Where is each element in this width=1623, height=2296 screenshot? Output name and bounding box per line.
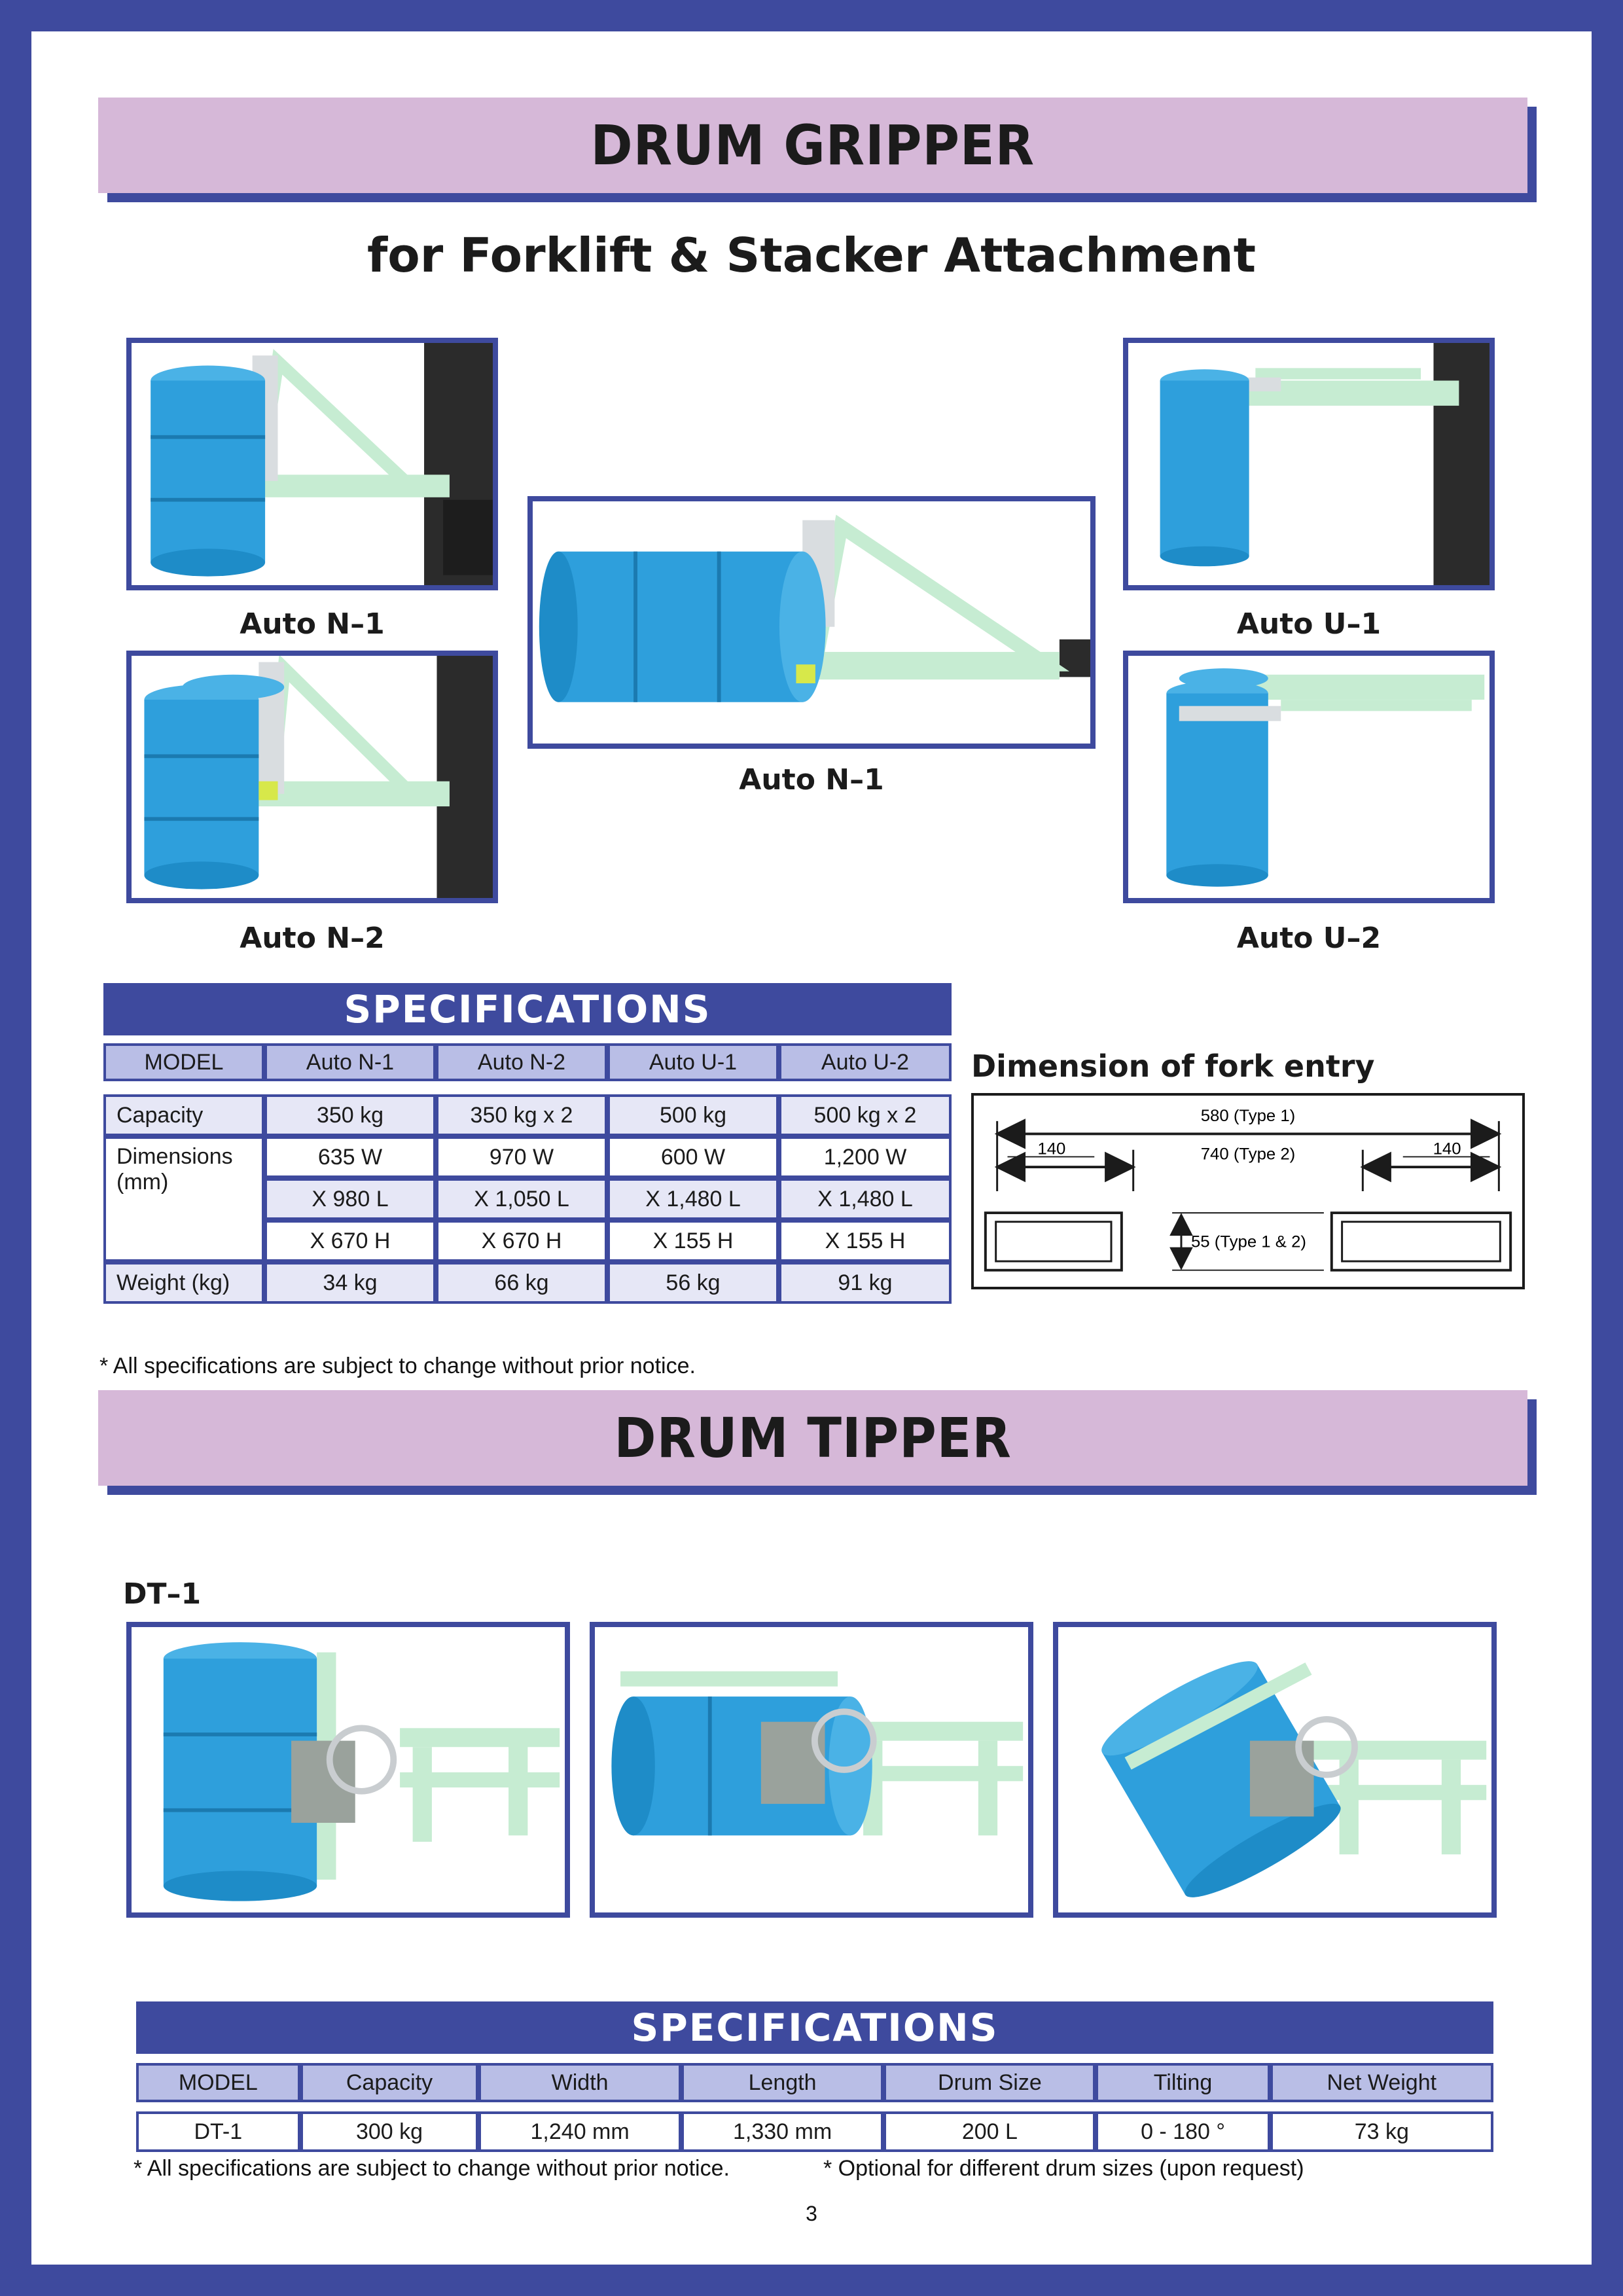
dim-w-u1: 600 W: [607, 1136, 779, 1178]
dimensions-label-line2: (mm): [116, 1170, 169, 1194]
tipper-header-drum-size: Drum Size: [883, 2063, 1096, 2102]
weight-n2: 66 kg: [436, 1262, 607, 1304]
tipper-net-weight-value: 73 kg: [1270, 2111, 1493, 2152]
header-auto-u1: Auto U-1: [607, 1043, 779, 1081]
fork-height-label: 55 (Type 1 & 2): [1191, 1233, 1306, 1251]
catalog-page: DRUM GRIPPER for Forklift & Stacker Atta…: [31, 31, 1592, 2265]
tipper-header-capacity: Capacity: [300, 2063, 479, 2102]
auto-u1-caption: Auto U–1: [1236, 607, 1382, 641]
weight-label: Weight (kg): [103, 1262, 264, 1304]
capacity-n2: 350 kg x 2: [436, 1094, 607, 1136]
table-row: X 670 H X 670 H X 155 H X 155 H: [103, 1220, 952, 1262]
tipper-spec-title: SPECIFICATIONS: [136, 2001, 1493, 2054]
header-auto-n1: Auto N-1: [264, 1043, 436, 1081]
auto-u2-caption: Auto U–2: [1236, 922, 1382, 955]
dim-h-n1: X 670 H: [264, 1220, 436, 1262]
drum-gripper-title: DRUM GRIPPER: [590, 113, 1035, 177]
drum-tipper-banner: DRUM TIPPER: [98, 1390, 1537, 1495]
capacity-u1: 500 kg: [607, 1094, 779, 1136]
tipper-tilting-value: 0 - 180 °: [1096, 2111, 1270, 2152]
tipper-length-value: 1,330 mm: [681, 2111, 884, 2152]
tipper-capacity-value: 300 kg: [300, 2111, 479, 2152]
dim-l-u2: X 1,480 L: [779, 1178, 952, 1220]
fork-entry-diagram: 580 (Type 1) 740 (Type 2) 140 140 55 (Ty…: [971, 1093, 1525, 1289]
page-number: 3: [806, 2202, 817, 2225]
table-row: X 980 L X 1,050 L X 1,480 L X 1,480 L: [103, 1178, 952, 1220]
tipper-drum-size-value: 200 L: [883, 2111, 1096, 2152]
dt1-model-label: DT–1: [123, 1577, 202, 1611]
tipper-header-model: MODEL: [136, 2063, 300, 2102]
tipper-header-width: Width: [478, 2063, 681, 2102]
dt1-photo-upright: [126, 1622, 570, 1918]
dim-h-n2: X 670 H: [436, 1220, 607, 1262]
dt1-photo-horizontal: [590, 1622, 1033, 1918]
auto-n1-photo: [126, 338, 498, 590]
dim-w-u2: 1,200 W: [779, 1136, 952, 1178]
weight-u2: 91 kg: [779, 1262, 952, 1304]
tipper-note-change: * All specifications are subject to chan…: [134, 2156, 730, 2181]
gripper-subtitle: for Forklift & Stacker Attachment: [366, 228, 1256, 283]
fork-type1-label: 580 (Type 1): [1201, 1107, 1296, 1125]
capacity-n1: 350 kg: [264, 1094, 436, 1136]
gripper-spec-title: SPECIFICATIONS: [103, 983, 952, 1035]
auto-u1-photo: [1123, 338, 1495, 590]
dim-h-u2: X 155 H: [779, 1220, 952, 1262]
tipper-spec-table: MODEL Capacity Width Length Drum Size Ti…: [136, 2063, 1493, 2152]
fork-right-label: 140: [1433, 1140, 1461, 1158]
dim-w-n1: 635 W: [264, 1136, 436, 1178]
table-row: Capacity 350 kg 350 kg x 2 500 kg 500 kg…: [103, 1094, 952, 1136]
dim-l-u1: X 1,480 L: [607, 1178, 779, 1220]
tipper-note-optional: * Optional for different drum sizes (upo…: [823, 2156, 1304, 2181]
auto-u2-photo: [1123, 651, 1495, 903]
auto-n2-caption: Auto N–2: [240, 922, 385, 955]
tipper-width-value: 1,240 mm: [478, 2111, 681, 2152]
drum-gripper-banner: DRUM GRIPPER: [98, 98, 1537, 202]
drum-tipper-title: DRUM TIPPER: [614, 1406, 1012, 1470]
dimensions-label: Dimensions (mm): [103, 1136, 264, 1262]
gripper-spec-table: MODEL Auto N-1 Auto N-2 Auto U-1 Auto U-…: [103, 1043, 952, 1304]
dim-w-n2: 970 W: [436, 1136, 607, 1178]
capacity-u2: 500 kg x 2: [779, 1094, 952, 1136]
gripper-note: * All specifications are subject to chan…: [99, 1354, 696, 1378]
auto-n1-caption: Auto N–1: [240, 607, 385, 641]
tipper-header-row: MODEL Capacity Width Length Drum Size Ti…: [136, 2063, 1493, 2102]
auto-n1-center-photo: [527, 496, 1096, 749]
tipper-header-net-weight: Net Weight: [1270, 2063, 1493, 2102]
tipper-header-length: Length: [681, 2063, 884, 2102]
table-row: DT-1 300 kg 1,240 mm 1,330 mm 200 L 0 - …: [136, 2111, 1493, 2152]
auto-n2-photo: [126, 651, 498, 903]
dim-l-n2: X 1,050 L: [436, 1178, 607, 1220]
fork-left-label: 140: [1037, 1140, 1065, 1158]
auto-n1-center-caption: Auto N–1: [739, 763, 884, 797]
dim-h-u1: X 155 H: [607, 1220, 779, 1262]
tipper-header-tilting: Tilting: [1096, 2063, 1270, 2102]
fork-entry-title: Dimension of fork entry: [971, 1049, 1375, 1084]
tipper-model-value: DT-1: [136, 2111, 300, 2152]
header-auto-n2: Auto N-2: [436, 1043, 607, 1081]
dim-l-n1: X 980 L: [264, 1178, 436, 1220]
weight-n1: 34 kg: [264, 1262, 436, 1304]
capacity-label: Capacity: [103, 1094, 264, 1136]
dimensions-label-line1: Dimensions: [116, 1144, 233, 1169]
gripper-header-row: MODEL Auto N-1 Auto N-2 Auto U-1 Auto U-…: [103, 1043, 952, 1081]
weight-u1: 56 kg: [607, 1262, 779, 1304]
dt1-photo-tilted: [1053, 1622, 1497, 1918]
table-row: Weight (kg) 34 kg 66 kg 56 kg 91 kg: [103, 1262, 952, 1304]
header-auto-u2: Auto U-2: [779, 1043, 952, 1081]
fork-type2-label: 740 (Type 2): [1201, 1145, 1296, 1164]
table-row: Dimensions (mm) 635 W 970 W 600 W 1,200 …: [103, 1136, 952, 1262]
header-model: MODEL: [103, 1043, 264, 1081]
